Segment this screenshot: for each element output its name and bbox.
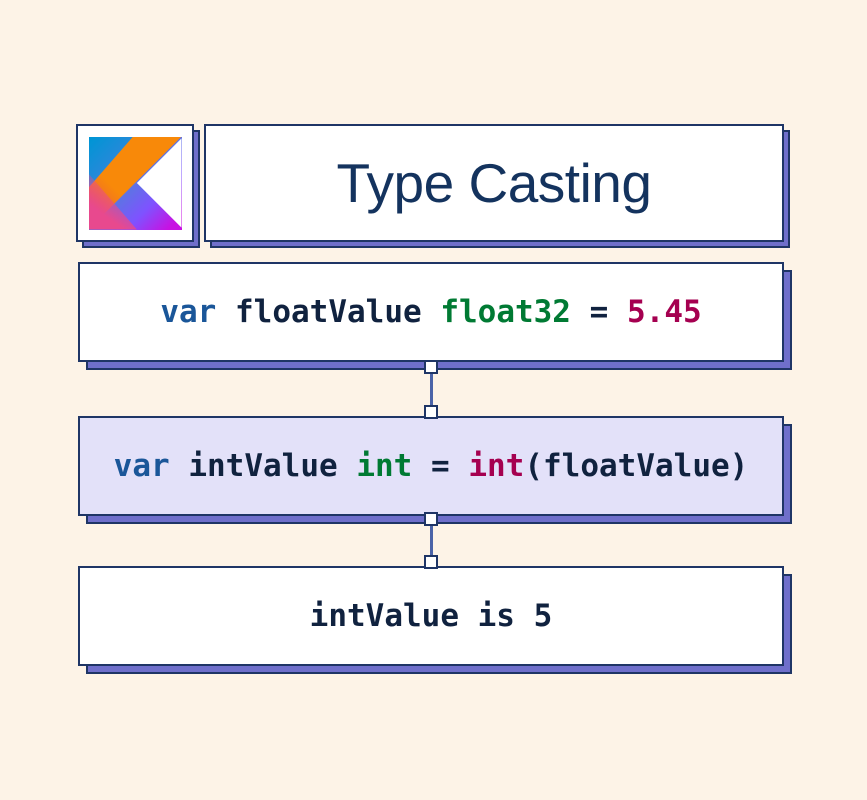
- code-token-space: [412, 448, 431, 484]
- code-token-operator: =: [589, 294, 609, 330]
- connector-declaration-to-cast: [424, 360, 438, 420]
- kotlin-logo-icon: [88, 136, 182, 230]
- connector-node-top[interactable]: [424, 360, 438, 374]
- code-token-space: [571, 294, 590, 330]
- code-token-number: 5.45: [627, 294, 702, 330]
- connector-line: [430, 519, 433, 559]
- code-token-type: int: [356, 448, 413, 484]
- connector-node-top[interactable]: [424, 512, 438, 526]
- code-token-type: float32: [440, 294, 571, 330]
- code-token-keyword: var: [113, 448, 170, 484]
- float-declaration-code: var floatValue float32 = 5.45: [160, 294, 701, 330]
- int-cast-box: var intValue int = int(floatValue): [78, 416, 784, 516]
- result-box: intValue is 5: [78, 566, 784, 666]
- connector-node-bottom[interactable]: [424, 405, 438, 419]
- code-token-operator: =: [431, 448, 450, 484]
- code-token-ident: intValue: [188, 448, 338, 484]
- code-token-space: [170, 448, 189, 484]
- code-token-space: [450, 448, 469, 484]
- code-token-space: [216, 294, 235, 330]
- int-cast-code: var intValue int = int(floatValue): [114, 448, 749, 484]
- code-token-space: [608, 294, 627, 330]
- connector-line: [430, 367, 433, 409]
- code-token-ident: floatValue: [235, 294, 422, 330]
- code-token-keyword: var: [160, 294, 217, 330]
- result-text: intValue is 5: [310, 598, 553, 634]
- code-token-ident: intValue is 5: [309, 598, 553, 634]
- connector-node-bottom[interactable]: [424, 555, 438, 569]
- float-declaration-box: var floatValue float32 = 5.45: [78, 262, 784, 362]
- code-token-ident: (floatValue): [524, 448, 749, 484]
- logo-card: [76, 124, 194, 242]
- connector-cast-to-result: [424, 512, 438, 570]
- title-card: Type Casting: [204, 124, 784, 242]
- code-token-cast: int: [468, 448, 525, 484]
- code-token-space: [338, 448, 357, 484]
- code-token-space: [422, 294, 441, 330]
- page-title: Type Casting: [336, 151, 652, 214]
